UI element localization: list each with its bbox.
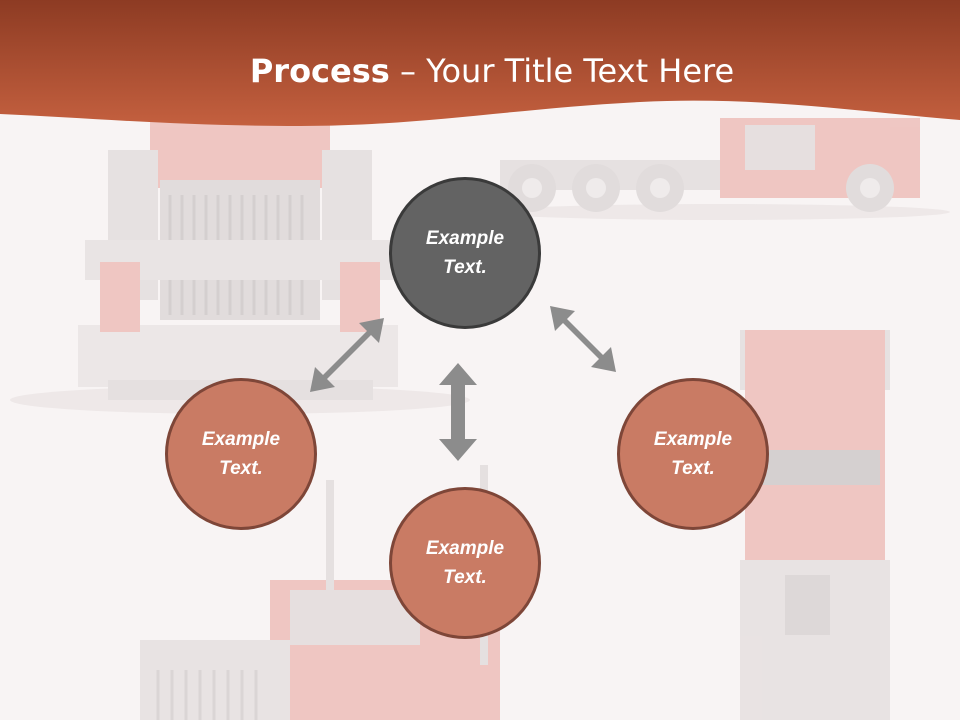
process-node-left: Example Text. xyxy=(165,378,317,530)
node-label: Example Text. xyxy=(653,429,733,479)
node-label: Example Text. xyxy=(201,429,281,479)
title-bold-part: Process xyxy=(249,52,390,90)
header-band xyxy=(0,0,960,126)
truck-top-view-image xyxy=(740,330,890,720)
node-label: Example Text. xyxy=(425,538,505,588)
process-node-top: Example Text. xyxy=(389,177,541,329)
process-node-right: Example Text. xyxy=(617,378,769,530)
slide-title: Process – Your Title Text Here xyxy=(0,52,960,90)
process-node-bottom: Example Text. xyxy=(389,487,541,639)
node-label: Example Text. xyxy=(425,228,505,278)
truck-side-view-image xyxy=(490,118,950,220)
title-rest-part: – Your Title Text Here xyxy=(389,52,735,90)
